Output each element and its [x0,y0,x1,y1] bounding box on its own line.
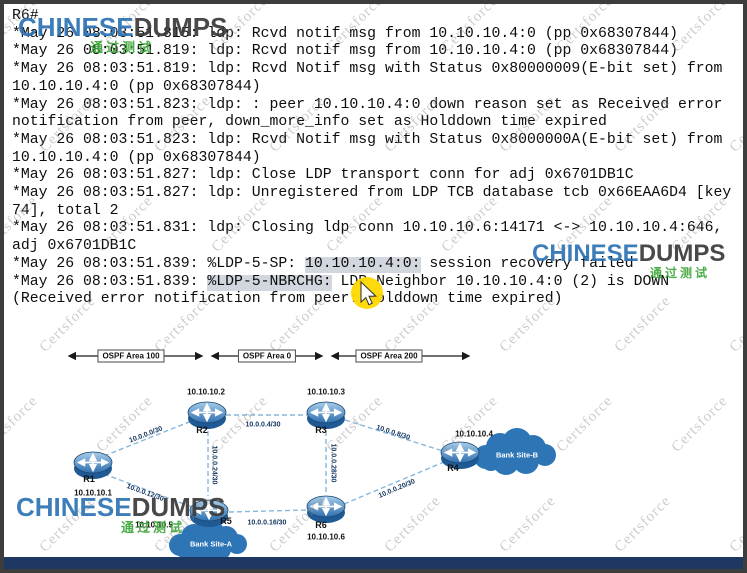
router-label-r6: R6 [315,520,327,530]
console-line: *May 26 08:03:51.839: %LDP-5-NBRCHG: LDP… [12,273,670,290]
network-diagram: OSPF Area 100 OSPF Area 0 OSPF Area 200 … [4,4,743,569]
link-label-r3-r6: 10.0.0.28/30 [329,443,337,483]
brand-dumps-text: DUMPS [133,12,228,42]
ospf-area-0-label: OSPF Area 0 [237,349,297,363]
console-line: *May 26 08:03:51.839: %LDP-5-SP: 10.10.1… [12,255,634,272]
router-label-r2: R2 [196,425,208,435]
console-line: *May 26 08:03:51.827: ldp: Unregistered … [12,185,732,202]
chinesedumps-watermark: CHINESEDUMPS 通过测试 [18,14,227,54]
console-line: adj 0x6701DB1C [12,238,137,255]
router-ip-r6: 10.10.10.6 [307,532,345,542]
brand-dumps-text: DUMPS [131,492,226,522]
router-icon-r6 [306,494,346,524]
router-ip-r4: 10.10.10.4 [455,429,493,439]
console-line: *May 26 08:03:51.815: ldp: Rcvd notif ms… [12,25,678,42]
console-line: *May 26 08:03:51.823: ldp: Rcvd Notif ms… [12,131,723,148]
ospf-area-200-label: OSPF Area 200 [355,349,423,363]
console-line: notification from peer, down_more_info s… [12,114,607,131]
router-icon-r4 [440,440,480,470]
brand-caption-text: 通过测试 [650,266,711,280]
console-line: *May 26 08:03:51.827: ldp: Close LDP tra… [12,167,634,184]
router-icon-r2 [187,400,227,430]
console-line: 74], total 2 [12,202,119,219]
topology-canvas [67,351,556,562]
brand-chinese-text: CHINESE [16,492,132,522]
topology-link-lines [103,414,492,533]
cloud-site-a-icon [169,520,247,562]
router-label-r4: R4 [447,463,459,473]
router-ip-r1: 10.10.10.1 [74,488,112,498]
brand-chinese-text: CHINESE [532,240,639,267]
console-line: 10.10.10.4:0 (pp 0x68307844) [12,78,261,95]
router-label-r1: R1 [83,474,95,484]
console-line: 10.10.10.4:0 (pp 0x68307844) [12,149,261,166]
link-label-r5-r6: 10.0.0.16/30 [247,519,287,527]
chinesedumps-watermark: CHINESEDUMPS 通过测试 [532,240,726,280]
brand-caption-text: 通过测试 [121,520,186,535]
link-label-r2-r3: 10.0.0.4/30 [245,421,281,429]
console-line: *May 26 08:03:51.819: ldp: Rcvd Notif ms… [12,61,723,78]
console-line: (Received error notification from peer: … [12,291,563,308]
router-icon-r3 [306,400,346,430]
console-line: R6# [12,8,39,24]
router-ip-r5: 10.10.10.5 [135,520,173,530]
router-label-r3: R3 [315,425,327,435]
router-icon-r5 [189,498,229,528]
router-label-r5: R5 [220,516,232,526]
cloud-site-b-icon [474,428,556,475]
text-selection-highlight [207,275,332,291]
ospf-area-100-label: OSPF Area 100 [97,349,165,363]
console-line: *May 26 08:03:51.823: ldp: : peer 10.10.… [12,96,723,113]
bottom-bar [4,557,743,569]
cloud-label-site-a: Bank Site-A [189,539,233,549]
brand-caption-text: 通过测试 [90,40,155,55]
brand-dumps-text: DUMPS [638,240,726,267]
link-label-r2-r5: 10.0.0.24/30 [210,445,218,485]
brand-chinese-text: CHINESE [18,12,134,42]
console-line: *May 26 08:03:51.819: ldp: Rcvd notif ms… [12,43,678,60]
mouse-cursor [344,270,390,316]
router-ip-r3: 10.10.10.3 [307,387,345,397]
chinesedumps-watermark: CHINESEDUMPS 通过测试 [16,494,225,534]
console-line: *May 26 08:03:51.831: ldp: Closing ldp c… [12,220,723,237]
console-output[interactable]: R6#*May 26 08:03:51.815: ldp: Rcvd notif… [12,8,739,309]
cursor-highlight-icon [351,277,383,309]
router-icon-r1 [73,450,113,480]
text-selection-highlight [305,257,421,273]
router-ip-r2: 10.10.10.2 [187,387,225,397]
cloud-label-site-b: Bank Site-B [495,450,539,460]
